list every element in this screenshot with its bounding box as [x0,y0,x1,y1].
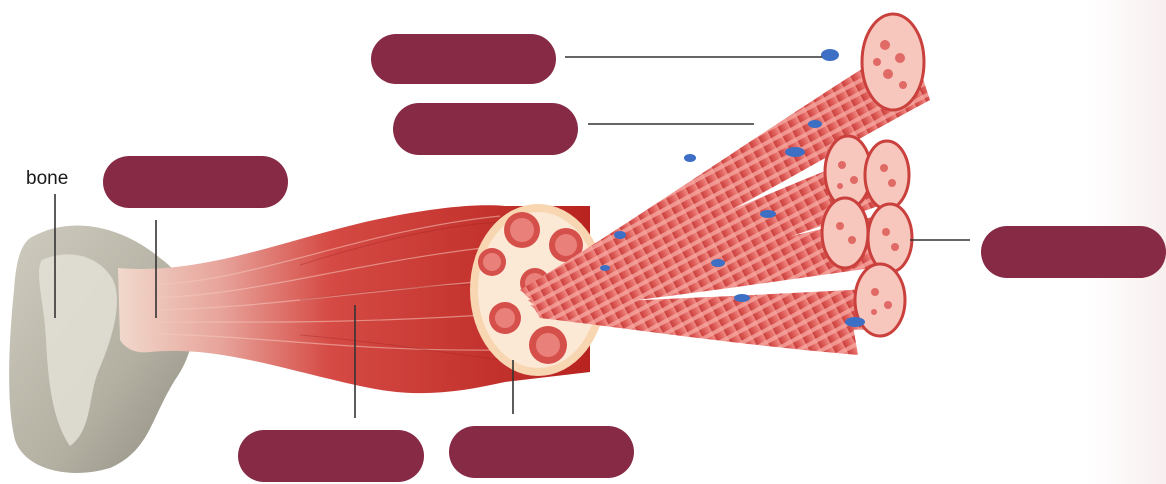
bone-label: bone [26,168,68,190]
blank-label-box-1[interactable] [371,34,556,84]
blank-label-box-6[interactable] [449,426,634,478]
blank-label-box-2[interactable] [393,103,578,155]
fiber-ends [822,14,924,336]
blank-label-box-5[interactable] [238,430,424,482]
blank-label-box-3[interactable] [103,156,288,208]
blank-label-box-4[interactable] [981,226,1166,278]
